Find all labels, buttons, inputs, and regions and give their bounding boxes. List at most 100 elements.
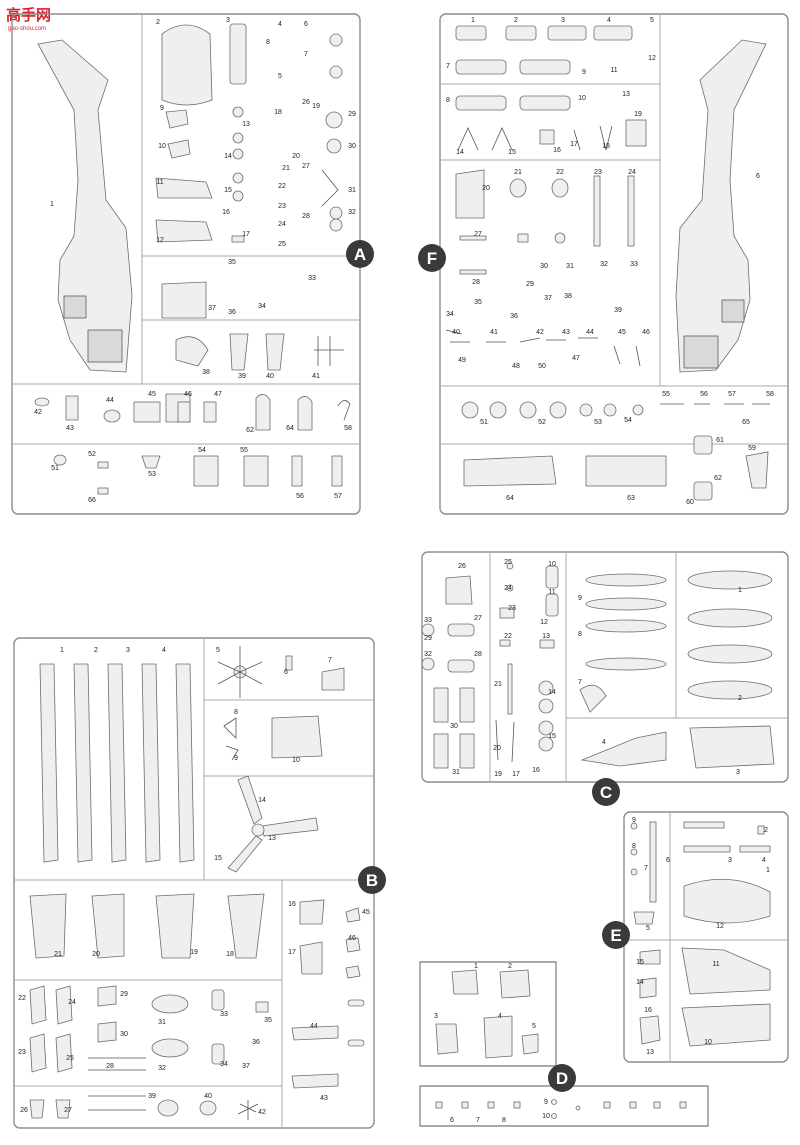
part-number-f-56: 56 [700,391,708,398]
part-number-a-8: 8 [266,39,270,46]
part-number-b-25: 25 [66,1055,74,1062]
part-number-b-35: 35 [264,1017,272,1024]
part-number-a-24: 24 [278,221,286,228]
part-number-c-31: 31 [452,769,460,776]
part-number-c-19: 19 [494,771,502,778]
part-number-a-26: 26 [302,99,310,106]
part-number-f-19: 19 [634,111,642,118]
part-number-b-18: 18 [226,951,234,958]
part-number-e-1: 1 [766,867,770,874]
sprue-label-d: D [556,1069,568,1088]
part-number-d-2: 2 [508,963,512,970]
part-number-b-39: 39 [148,1093,156,1100]
part-number-f-13: 13 [622,91,630,98]
part-number-f-7: 7 [446,63,450,70]
part-number-a-47: 47 [214,391,222,398]
part-number-c-28: 28 [474,651,482,658]
part-number-d-3: 3 [434,1013,438,1020]
part-number-c-7: 7 [578,679,582,686]
part-number-b-45: 45 [362,909,370,916]
part-number-b-5: 5 [216,647,220,654]
part-number-f-54: 54 [624,417,632,424]
part-number-f-57: 57 [728,391,736,398]
part-number-f-10: 10 [578,95,586,102]
part-number-f-11: 11 [610,67,617,74]
part-number-a-57: 57 [334,493,342,500]
watermark-subtitle: gao-shou.com [8,26,46,32]
part-number-f-18: 18 [602,143,610,150]
part-number-f-12: 12 [648,55,656,62]
part-number-a-56: 56 [296,493,304,500]
part-number-b-31: 31 [158,1019,166,1026]
sprue-label-b: B [366,871,378,890]
part-number-a-29: 29 [348,111,356,118]
part-number-a-45: 45 [148,391,156,398]
part-number-f-47: 47 [572,355,580,362]
part-number-b-3: 3 [126,647,130,654]
part-number-f-9: 9 [582,69,586,76]
part-number-b-19: 19 [190,949,198,956]
part-number-a-36: 36 [228,309,236,316]
part-number-b-6: 6 [284,669,288,676]
part-number-a-1: 1 [50,201,54,208]
sprue-c: C [421,551,789,806]
part-number-a-28: 28 [302,213,310,220]
sprue-label-f: F [427,249,437,268]
part-number-f-61: 61 [716,437,724,444]
part-number-b-10: 10 [292,757,300,764]
part-number-a-18: 18 [274,109,282,116]
part-number-b-4: 4 [162,647,166,654]
part-number-b-22: 22 [18,995,26,1002]
part-number-c-14: 14 [548,689,556,696]
sprue-f: F [418,13,789,515]
part-number-e-5: 5 [646,925,650,932]
part-number-c-15: 15 [548,733,556,740]
sprue-label-e: E [610,926,621,945]
part-number-b-44: 44 [310,1023,318,1030]
part-number-f-32: 32 [600,261,608,268]
part-number-a-39: 39 [238,373,246,380]
part-number-e-13: 13 [646,1049,654,1056]
fuselage-half-part [37,39,133,373]
part-number-a-32: 32 [348,209,356,216]
part-number-a-7: 7 [304,51,308,58]
part-number-b-16: 16 [288,901,296,908]
part-number-a-55: 55 [240,447,248,454]
part-number-c-24: 24 [504,585,512,592]
part-number-c-22: 22 [504,633,512,640]
part-number-f-1: 1 [471,17,475,24]
part-number-f-45: 45 [618,329,626,336]
part-number-f-27: 27 [474,231,482,238]
part-number-f-2: 2 [514,17,518,24]
part-number-a-9: 9 [160,105,164,112]
part-number-a-64: 64 [286,425,294,432]
part-number-f-24: 24 [628,169,636,176]
part-number-a-10: 10 [158,143,166,150]
part-number-a-6: 6 [304,21,308,28]
part-number-a-51: 51 [51,465,59,472]
part-number-f-16: 16 [553,147,561,154]
part-number-a-33: 33 [308,275,316,282]
part-number-d-5: 5 [532,1023,536,1030]
part-number-a-66: 66 [88,497,96,504]
part-number-f-22: 22 [556,169,564,176]
part-number-d-4: 4 [498,1013,502,1020]
part-number-a-41: 41 [312,373,320,380]
part-number-d-7: 7 [476,1117,480,1124]
part-number-a-20: 20 [292,153,300,160]
part-number-c-10: 10 [548,561,556,568]
sprue-b: B [13,637,386,1129]
part-number-a-31: 31 [348,187,356,194]
part-number-b-17: 17 [288,949,296,956]
part-number-a-27: 27 [302,163,310,170]
part-number-c-2: 2 [738,695,742,702]
part-number-b-34: 34 [220,1061,228,1068]
part-number-f-14: 14 [456,149,464,156]
part-number-b-20: 20 [92,951,100,958]
part-number-c-21: 21 [494,681,502,688]
part-number-f-37: 37 [544,295,552,302]
part-number-e-14: 14 [636,979,644,986]
part-number-b-42: 42 [258,1109,266,1116]
part-number-f-53: 53 [594,419,602,426]
